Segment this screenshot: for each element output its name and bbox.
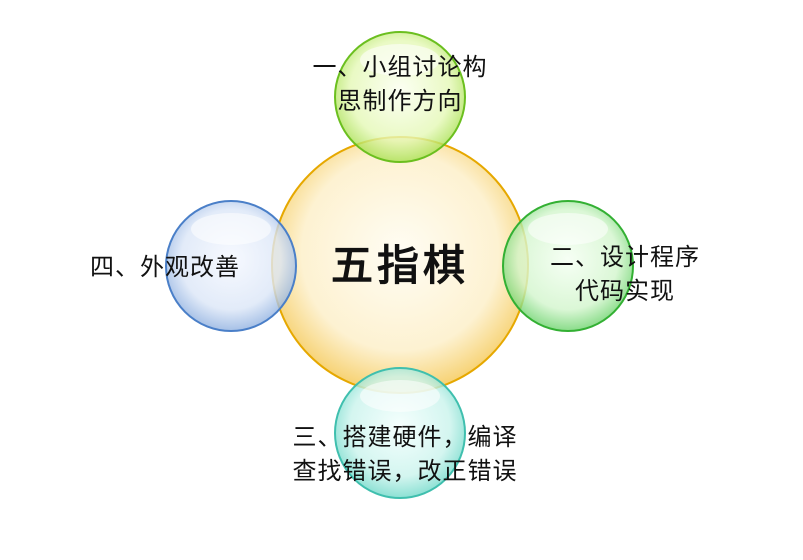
top-highlight — [360, 44, 440, 76]
center-title: 五指棋 — [330, 241, 469, 290]
bottom-label: 三、搭建硬件，编译 查找错误，改正错误 — [292, 423, 518, 485]
bottom-highlight — [360, 380, 440, 412]
top-label: 一、小组讨论构 思制作方向 — [312, 53, 488, 115]
left-label: 四、外观改善 — [90, 253, 240, 281]
right-label: 二、设计程序 代码实现 — [550, 243, 700, 305]
left-highlight — [191, 213, 271, 245]
right-highlight — [528, 213, 608, 245]
